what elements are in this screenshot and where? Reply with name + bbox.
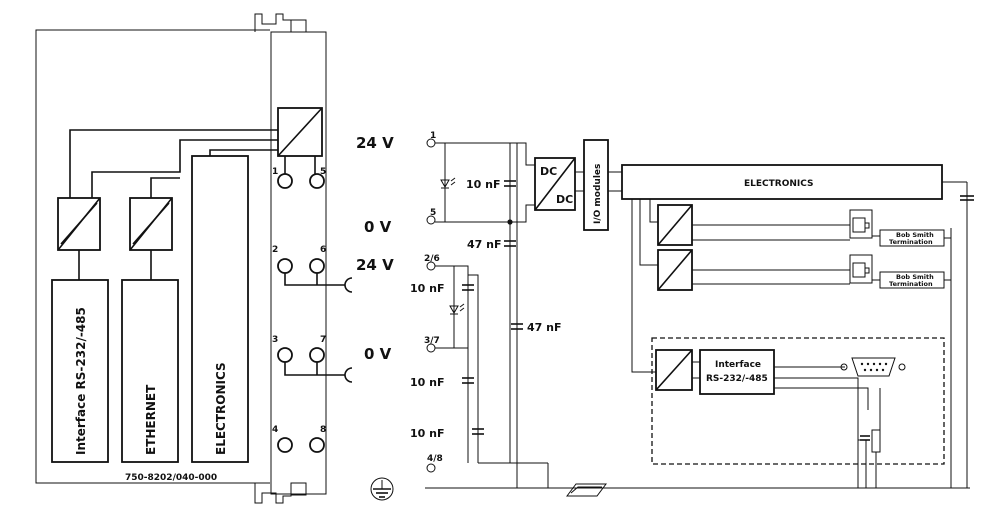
svg-text:5: 5 bbox=[430, 208, 436, 218]
svg-text:2: 2 bbox=[272, 245, 278, 255]
rj45-connector-icon bbox=[849, 254, 873, 284]
module-housing: Interface RS-232/-485 ETHERNET ELECTRONI… bbox=[35, 13, 353, 504]
resistor-icon bbox=[871, 429, 881, 453]
svg-text:47 nF: 47 nF bbox=[467, 238, 501, 251]
svg-text:10 nF: 10 nF bbox=[410, 282, 444, 295]
svg-text:10 nF: 10 nF bbox=[410, 376, 444, 389]
terminal-1-5: 1 5 bbox=[272, 156, 326, 189]
schematic: 1 5 2/6 3/7 4/8 10 nF bbox=[410, 131, 974, 497]
label-24v-mid: 24 V bbox=[356, 256, 394, 274]
rj45-connector-icon bbox=[849, 209, 873, 239]
svg-text:3: 3 bbox=[272, 335, 278, 345]
electronics-label: ELECTRONICS bbox=[744, 179, 814, 189]
din-rail-icon bbox=[566, 483, 607, 497]
label-24v-top: 24 V bbox=[356, 134, 394, 152]
led-icon bbox=[449, 303, 465, 315]
terminal-4-8 bbox=[426, 463, 436, 473]
ground-icon bbox=[370, 477, 394, 501]
io-modules-box bbox=[583, 139, 609, 231]
top-clip bbox=[254, 13, 292, 32]
svg-text:47 nF: 47 nF bbox=[527, 321, 561, 334]
capacitor-47nf-b bbox=[511, 323, 523, 330]
label-0v-top: 0 V bbox=[364, 218, 392, 236]
bottom-clip bbox=[254, 483, 292, 504]
capacitor-10nf-d bbox=[472, 428, 484, 435]
interface-block bbox=[51, 279, 109, 463]
capacitor-10nf-top bbox=[504, 180, 516, 187]
interface-option-box bbox=[651, 337, 945, 465]
label-0v-mid: 0 V bbox=[364, 345, 392, 363]
svg-text:5: 5 bbox=[320, 167, 326, 177]
svg-text:10 nF: 10 nF bbox=[466, 178, 500, 191]
part-number: 750-8202/040-000 bbox=[125, 473, 217, 483]
dsub-connector-icon bbox=[774, 357, 906, 377]
svg-text:10 nF: 10 nF bbox=[410, 427, 444, 440]
svg-text:4: 4 bbox=[272, 425, 278, 435]
interface-block-label: Interface RS-232/-485 bbox=[74, 307, 88, 455]
electronics-block bbox=[191, 155, 249, 463]
svg-text:6: 6 bbox=[320, 245, 326, 255]
terminal-4-8: 4 8 bbox=[272, 425, 326, 453]
capacitor-10nf-c bbox=[462, 377, 474, 384]
svg-text:1: 1 bbox=[430, 131, 436, 141]
svg-text:Bob Smith: Bob Smith bbox=[896, 231, 934, 239]
terminal-3-7: 3 7 bbox=[272, 335, 353, 383]
svg-text:3/7: 3/7 bbox=[424, 336, 440, 346]
terminal-2-6: 2 6 bbox=[272, 245, 353, 293]
svg-text:Bob Smith: Bob Smith bbox=[896, 273, 934, 281]
svg-text:7: 7 bbox=[320, 335, 326, 345]
interface-rs232-box bbox=[699, 349, 775, 395]
ethernet-block-label: ETHERNET bbox=[144, 384, 158, 455]
svg-text:Termination: Termination bbox=[889, 280, 933, 288]
svg-text:DC: DC bbox=[556, 193, 573, 206]
capacitor-10nf-b bbox=[462, 284, 474, 291]
svg-text:DC: DC bbox=[540, 165, 557, 178]
svg-text:4/8: 4/8 bbox=[427, 454, 443, 464]
svg-text:Interface: Interface bbox=[715, 360, 761, 370]
svg-text:2/6: 2/6 bbox=[424, 254, 440, 264]
capacitor-47nf-a bbox=[504, 240, 516, 247]
housing-outline bbox=[35, 29, 270, 484]
svg-text:1: 1 bbox=[272, 167, 278, 177]
svg-text:8: 8 bbox=[320, 425, 326, 435]
electronics-block-label: ELECTRONICS bbox=[214, 362, 228, 455]
io-modules-label: I/O modules bbox=[593, 164, 603, 224]
terminal-5 bbox=[426, 215, 436, 225]
ethernet-block bbox=[121, 279, 179, 463]
svg-text:Termination: Termination bbox=[889, 238, 933, 246]
svg-text:RS-232/-485: RS-232/-485 bbox=[706, 374, 768, 384]
electronics-bar bbox=[621, 164, 943, 200]
led-icon bbox=[440, 177, 456, 189]
